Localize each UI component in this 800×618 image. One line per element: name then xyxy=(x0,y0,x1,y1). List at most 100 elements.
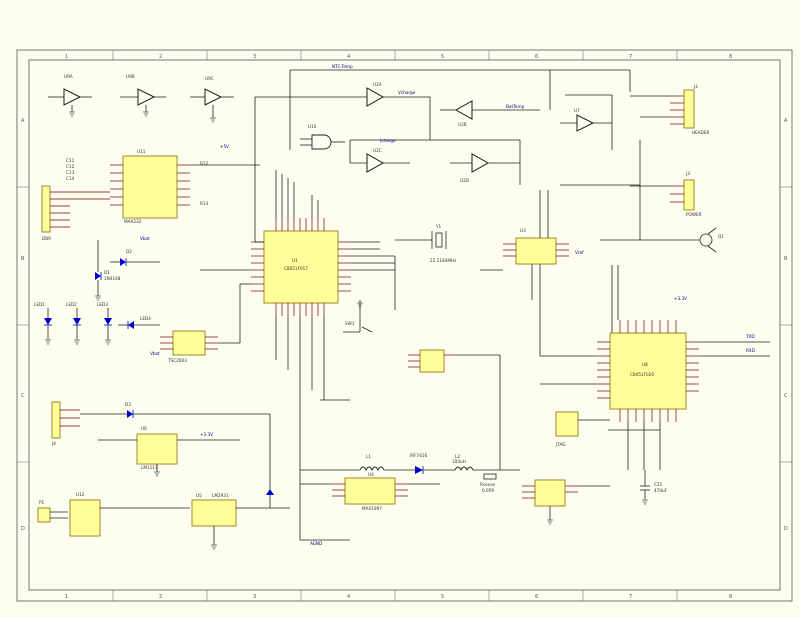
zone-top-3: 3 xyxy=(253,54,256,60)
vcharge-label: Vcharge xyxy=(398,90,416,95)
zone-top-7: 7 xyxy=(629,54,632,60)
d3-input-diode: D3 xyxy=(80,402,270,418)
j3-power-connector: J3 POWER xyxy=(630,171,702,217)
rsense-resistor: Rsense 0.05R xyxy=(480,473,497,493)
led-3-label: LED3 xyxy=(97,302,108,307)
zone-bottom-2: 2 xyxy=(159,594,162,600)
y1-crystal: Y1 22.1184MHz xyxy=(395,224,457,263)
j3-ref: J3 xyxy=(685,171,690,176)
q1-ref: Q1 xyxy=(718,234,724,239)
opamp-1-ref: U9A xyxy=(64,74,73,79)
svg-text:R12: R12 xyxy=(200,161,209,166)
svg-text:C14: C14 xyxy=(66,176,75,181)
u6-ref: U6 xyxy=(141,426,147,431)
vbat-label-1: Vbat xyxy=(140,236,150,241)
jtag-header: JTAG xyxy=(555,411,610,447)
led-4: LED4 xyxy=(118,316,160,329)
rsense-label: Rsense xyxy=(480,482,496,487)
svg-text:R13: R13 xyxy=(200,201,209,206)
sw1-reset-button: SW1 xyxy=(343,321,373,333)
j1-db9-connector: DB9 xyxy=(41,185,110,241)
u3-ref: U3 xyxy=(520,228,526,233)
zone-left-b: B xyxy=(21,256,25,262)
u4-part: MAX1897 xyxy=(362,506,382,511)
j3-part: POWER xyxy=(686,212,702,217)
led-2-label: LED2 xyxy=(66,302,77,307)
zone-top-1: 1 xyxy=(65,54,68,60)
j4-ref: J4 xyxy=(51,441,56,446)
u12-ref: U12 xyxy=(76,492,85,497)
j1-body xyxy=(41,185,51,233)
zone-labels-bottom: 1 2 3 4 5 6 7 8 xyxy=(65,594,732,600)
d1-part: 1N4148 xyxy=(104,276,121,281)
svg-text:U2B: U2B xyxy=(458,122,467,127)
u8-part: C8051F020 xyxy=(630,372,654,377)
svg-text:C11: C11 xyxy=(66,158,75,163)
d3-ref: D3 xyxy=(125,402,131,407)
u12-body xyxy=(69,499,101,537)
u1-body xyxy=(263,230,339,304)
buffer-opamp-2: U9B xyxy=(120,74,166,112)
j2-part: HEADER xyxy=(692,130,710,135)
l2-inductor: L2 100uH xyxy=(452,454,520,472)
misc-wiring xyxy=(190,96,660,470)
y1-value: 22.1184MHz xyxy=(430,258,457,263)
u3-body xyxy=(515,237,557,265)
l1-ref: L1 xyxy=(366,454,371,459)
zone-labels-left: A B C D xyxy=(21,118,25,532)
u6-part: LM1117 xyxy=(141,465,158,470)
j2-ref: J2 xyxy=(693,84,698,89)
buffer-opamp-3: U9C xyxy=(190,76,234,118)
rsense-value: 0.05R xyxy=(482,488,494,493)
d2-diode: D2 xyxy=(110,249,160,266)
vcc33-label-2: +3.3V xyxy=(200,432,213,437)
rx-label: RXD xyxy=(746,348,755,353)
bottom-right-ic xyxy=(522,479,610,520)
u6-body xyxy=(136,433,178,465)
u12-switching-regulator: U12 xyxy=(69,492,190,537)
vbat-label-2: Vbat xyxy=(150,351,160,356)
led-1: LED1 xyxy=(34,302,52,340)
y1-ref: Y1 xyxy=(435,224,442,229)
l2-value: 100uH xyxy=(452,459,466,464)
svg-text:U2D: U2D xyxy=(460,178,469,183)
svg-text:C12: C12 xyxy=(66,164,75,169)
vref-label: Vref xyxy=(575,250,584,255)
zone-bottom-4: 4 xyxy=(347,594,350,600)
sheet-outer-border xyxy=(16,49,793,602)
c21-value: 470uF xyxy=(654,488,668,493)
vcc-label-1: +5V xyxy=(220,144,229,149)
led-4-label: LED4 xyxy=(140,316,151,321)
opamp-3-ref: U9C xyxy=(205,76,214,81)
u11-ref: U11 xyxy=(137,149,146,154)
ground-symbols xyxy=(45,111,648,550)
c21-ref: C21 xyxy=(654,482,663,487)
u8-body xyxy=(609,332,687,410)
q1-part: IRF7416 xyxy=(410,453,428,458)
svg-text:U2A: U2A xyxy=(373,82,382,87)
zone-bottom-1: 1 xyxy=(65,594,68,600)
temp-sensor-part: TSC2003 xyxy=(167,358,187,363)
q1-transistor: Q1 xyxy=(600,227,724,253)
u5-body xyxy=(191,499,237,527)
u5-part: LM2931 xyxy=(212,493,229,498)
zone-bottom-5: 5 xyxy=(441,594,444,600)
svg-text:U10: U10 xyxy=(308,124,317,129)
charge-sense-opamps: NTC-Temp Vcharge BatTemp Icharge U2A U2B… xyxy=(289,64,631,185)
zone-right-a: A xyxy=(784,118,788,124)
icharge-label: Icharge xyxy=(380,138,396,143)
u4-body xyxy=(344,477,396,505)
svg-text:U2C: U2C xyxy=(373,148,382,153)
sw1-ref: SW1 xyxy=(345,321,355,326)
l1-inductor: L1 xyxy=(300,454,415,472)
zone-dividers xyxy=(17,50,792,601)
zone-right-b: B xyxy=(784,256,788,262)
u11-body xyxy=(122,155,178,219)
c21-output-capacitor: C21 470uF xyxy=(640,470,668,500)
p1-connector: P1 xyxy=(37,500,68,523)
u1-part: C8051F017 xyxy=(284,266,308,271)
led-1-label: LED1 xyxy=(34,302,45,307)
center-small-ic xyxy=(408,349,500,373)
zone-bottom-8: 8 xyxy=(729,594,732,600)
zone-right-c: C xyxy=(784,393,788,399)
